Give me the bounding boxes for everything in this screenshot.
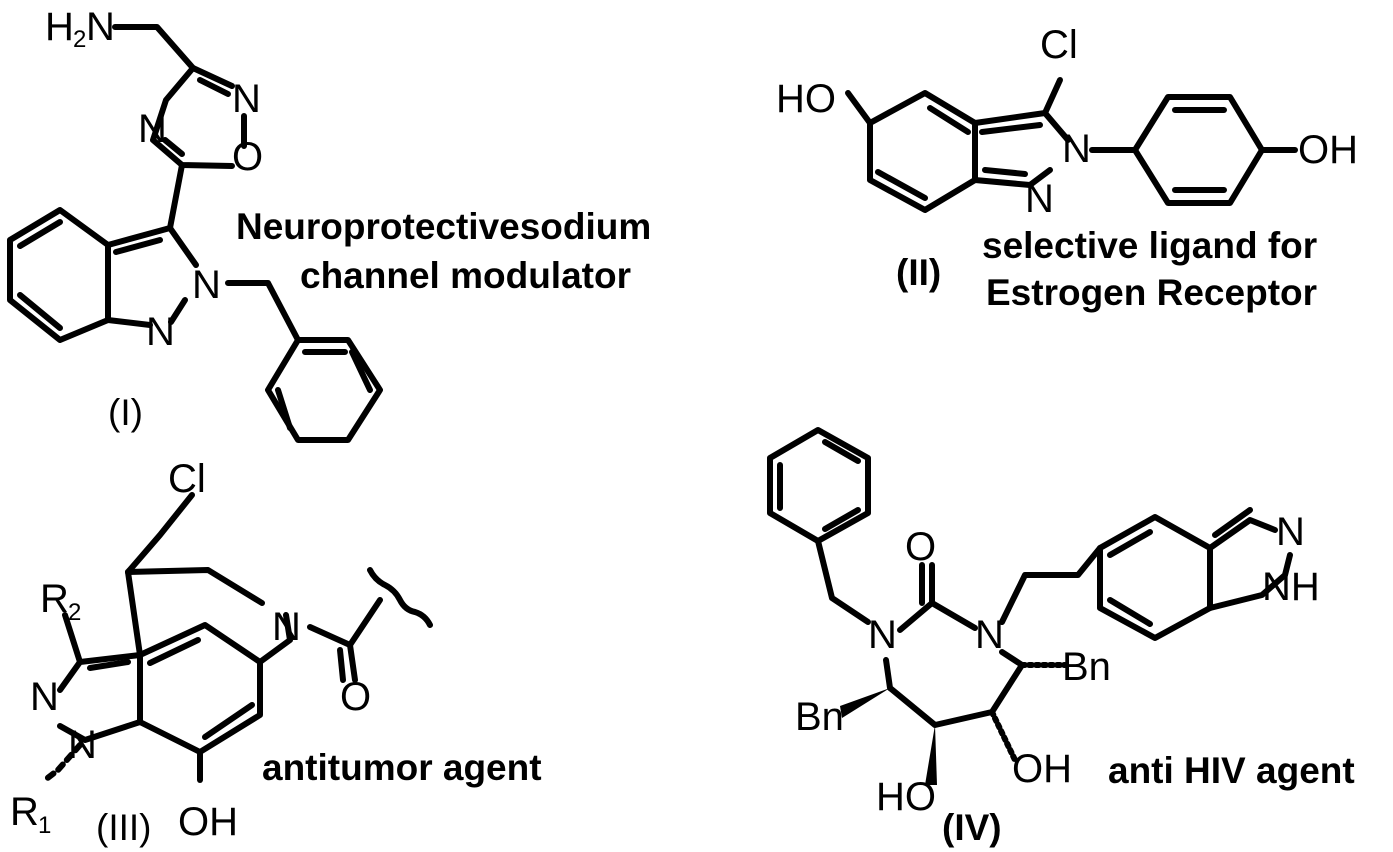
hydroxy-right: OH <box>1298 128 1358 172</box>
compound-iv-description: anti HIV agent <box>1108 750 1355 791</box>
amine-subscript: 2 <box>73 26 86 53</box>
compound-ii-description-line1: selective ligand for <box>982 225 1317 266</box>
amine-h: H <box>45 5 74 49</box>
chloro: Cl <box>168 457 206 501</box>
diazepane-n-right: N <box>975 613 1004 657</box>
benzyl-right: Bn <box>1062 645 1111 689</box>
r1-subscript: 1 <box>38 812 51 839</box>
indazole-n2: N <box>1276 510 1305 554</box>
hydroxy-left: HO <box>876 775 936 819</box>
r1-group: R <box>10 790 39 834</box>
r2-subscript: 2 <box>68 599 81 626</box>
hydroxy-right: OH <box>1012 747 1072 791</box>
carbonyl-o: O <box>340 675 371 719</box>
compound-i-description-line1: Neuroprotectivesodium <box>236 206 651 247</box>
compound-i-description-line2: channel modulator <box>300 255 631 296</box>
compound-iii: Cl R 2 N N N O R 1 OH antitumor agent (I… <box>10 457 542 848</box>
compound-iii-description: antitumor agent <box>262 747 542 788</box>
carbonyl-o: O <box>905 525 936 569</box>
indazole-n2: N <box>192 263 221 307</box>
pyrazole-n1: N <box>1025 177 1054 221</box>
amine-n: N <box>86 5 115 49</box>
compound-i: H 2 N N N O N N Neuroprotectivesodium ch… <box>7 5 651 443</box>
compound-i-label: (I) <box>108 392 143 433</box>
hydroxy: OH <box>178 800 238 844</box>
oxadiazole-o: O <box>232 135 263 179</box>
indazole-n1: N <box>146 310 175 354</box>
oxadiazole-n-left: N <box>138 107 167 151</box>
indazole-nh: NH <box>1262 565 1320 609</box>
pyrazole-n1: N <box>68 723 97 767</box>
oxadiazole-n-top: N <box>232 77 261 121</box>
compound-ii: HO Cl N N OH selective ligand for Estrog… <box>776 23 1358 313</box>
pyrazole-n2: N <box>30 675 59 719</box>
r2-group: R <box>40 577 69 621</box>
diazepane-n-left: N <box>868 613 897 657</box>
hydroxy-left: HO <box>776 77 836 121</box>
compound-ii-description-line2: Estrogen Receptor <box>986 272 1317 313</box>
pyrazole-n2: N <box>1062 127 1091 171</box>
benzyl-left: Bn <box>795 695 844 739</box>
pyrroline-n: N <box>272 605 301 649</box>
compound-ii-label: (II) <box>896 252 941 293</box>
chloro: Cl <box>1040 23 1078 67</box>
compound-iv-label: (IV) <box>942 807 1002 848</box>
compound-iii-label: (III) <box>96 807 151 848</box>
compound-iv: O N N Bn Bn HO OH N NH anti HIV agent (I… <box>767 427 1355 848</box>
